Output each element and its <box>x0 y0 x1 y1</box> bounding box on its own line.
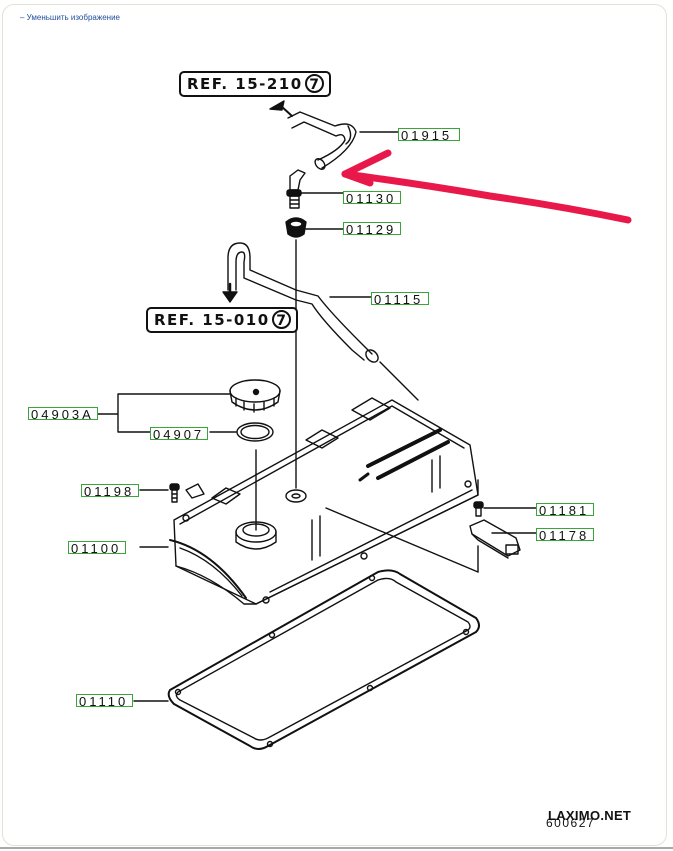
hose-01915-drawing <box>287 111 399 170</box>
pcv-valve-drawing <box>286 169 345 209</box>
cap-gasket-drawing <box>209 422 274 531</box>
ref-circle-number: 7 <box>304 74 324 93</box>
grommet-drawing <box>285 217 345 238</box>
ref-circle-number: 7 <box>271 310 291 329</box>
watermark: LAXIMO.NET <box>548 808 632 823</box>
ref-text: REF. 15-010 <box>154 311 270 329</box>
part-label-04907[interactable]: 04907 <box>150 427 208 441</box>
rocker-cover-drawing <box>139 397 479 605</box>
part-label-01130[interactable]: 01130 <box>343 191 401 205</box>
leader-bracket <box>325 507 479 573</box>
bolt-01181-drawing <box>473 501 537 517</box>
reduce-image-link[interactable]: – Уменьшить изображение <box>20 13 120 22</box>
breather-hose-drawing <box>227 242 419 401</box>
part-label-01129[interactable]: 01129 <box>343 222 401 236</box>
part-label-01115[interactable]: 01115 <box>371 292 429 306</box>
bolt-01198-drawing <box>139 483 205 503</box>
cover-gasket-drawing <box>133 569 480 750</box>
part-label-01915[interactable]: 01915 <box>398 128 460 142</box>
flow-arrow-up-left-icon <box>269 100 293 117</box>
bracket-01178-drawing <box>469 519 537 559</box>
part-label-04903a[interactable]: 04903A <box>28 407 98 421</box>
part-label-01100[interactable]: 01100 <box>68 541 126 555</box>
diagram-code: 600627 <box>546 816 596 830</box>
bottom-divider <box>0 847 673 849</box>
ref-text: REF. 15-210 <box>187 75 303 93</box>
oil-filler-cap-drawing <box>97 379 281 433</box>
annotation-arrow-icon <box>341 149 632 224</box>
flow-arrow-down-icon <box>222 282 238 303</box>
part-label-01178[interactable]: 01178 <box>536 528 594 542</box>
part-label-01181[interactable]: 01181 <box>536 503 594 517</box>
part-label-01198[interactable]: 01198 <box>81 484 139 498</box>
part-label-01110[interactable]: 01110 <box>76 694 133 708</box>
